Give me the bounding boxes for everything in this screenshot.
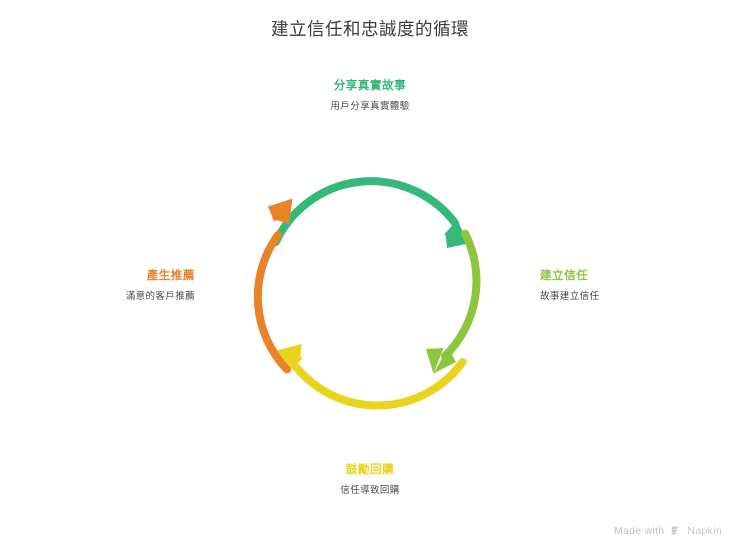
- arc-top-green: [271, 177, 469, 248]
- arc-bottom-yellow: [276, 344, 467, 410]
- napkin-leaf-icon: [670, 524, 683, 537]
- cycle-node-title: 建立信任: [540, 270, 589, 282]
- footer-made-with-label: Made with: [613, 524, 665, 537]
- arc-left-orange: [253, 198, 293, 374]
- footer-attribution[interactable]: Made with Napkin: [614, 524, 722, 537]
- cycle-diagram: [253, 177, 481, 410]
- cycle-node-encourage-repurchase[interactable]: 鼓勵回購 信任導致回購: [0, 462, 740, 499]
- cycle-node-description: 滿意的客戶推薦: [125, 291, 195, 302]
- cycle-node-title: 鼓勵回購: [345, 464, 395, 476]
- arc-right-yellowgreen: [426, 229, 481, 374]
- cycle-node-build-trust[interactable]: 建立信任 故事建立信任: [540, 268, 720, 305]
- cycle-node-description: 信任導致回購: [340, 485, 400, 496]
- cycle-node-description: 故事建立信任: [540, 291, 600, 302]
- footer-brand-name: Napkin: [687, 524, 722, 537]
- page-title: 建立信任和忠誠度的循環: [271, 19, 469, 39]
- cycle-node-generate-referrals[interactable]: 產生推薦 滿意的客戶推薦: [20, 268, 195, 305]
- cycle-node-title: 產生推薦: [146, 270, 195, 282]
- cycle-node-share-stories[interactable]: 分享真實故事 用戶分享真實體驗: [0, 78, 740, 115]
- cycle-node-description: 用戶分享真實體驗: [330, 101, 410, 112]
- cycle-node-title: 分享真實故事: [333, 80, 407, 92]
